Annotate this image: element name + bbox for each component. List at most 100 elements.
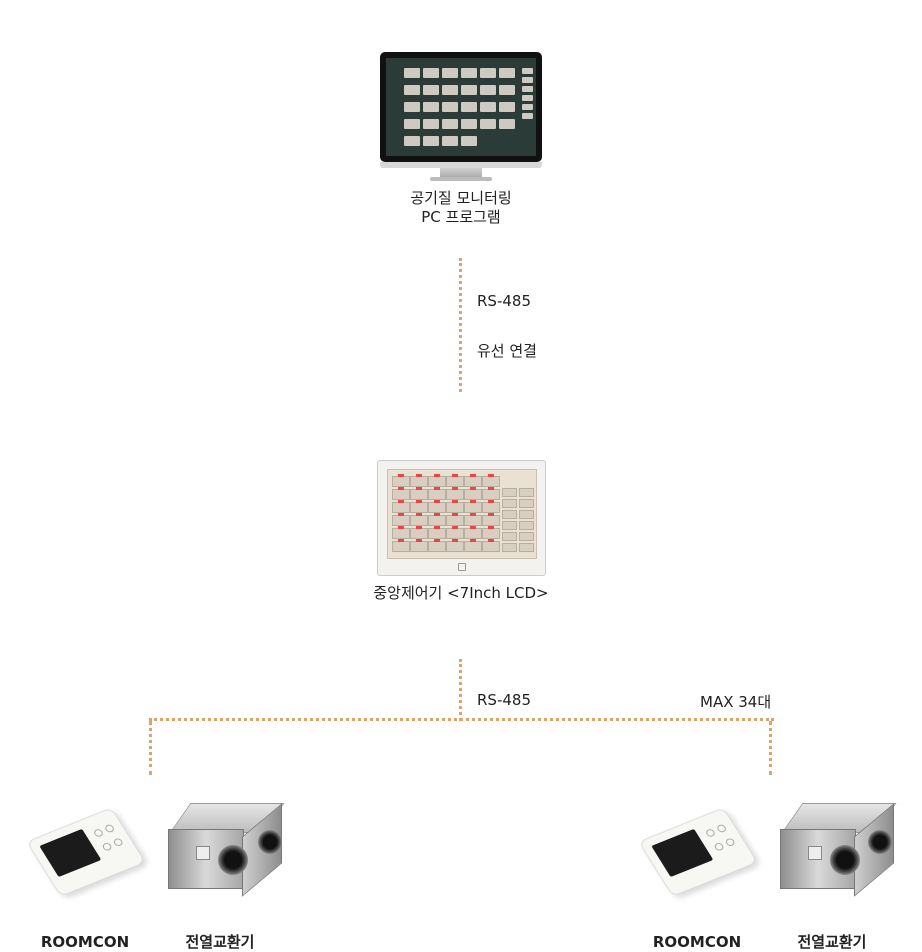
controller-grid-button xyxy=(410,502,428,513)
roomcon-screen xyxy=(39,828,102,878)
controller-grid-button xyxy=(482,528,500,539)
controller-side-button xyxy=(519,510,534,519)
monitor-grid-cell xyxy=(404,68,420,78)
status-indicator-icon xyxy=(452,487,458,490)
controller-grid-button xyxy=(482,515,500,526)
central-controller xyxy=(377,460,546,576)
monitor-grid-cell xyxy=(404,119,420,129)
pc-label-line1: 공기질 모니터링 xyxy=(410,189,512,207)
upper-protocol-label: RS-485 xyxy=(477,292,531,310)
left-exchanger-label: 전열교환기 xyxy=(185,933,255,951)
central-controller-screen xyxy=(387,469,537,559)
monitor-grid-cell xyxy=(499,68,515,78)
roomcon-key-icon xyxy=(724,837,737,848)
controller-side-button xyxy=(519,499,534,508)
controller-grid-button xyxy=(464,502,482,513)
roomcon-key-icon xyxy=(92,827,105,838)
controller-grid-button xyxy=(428,541,446,552)
controller-grid-button xyxy=(446,502,464,513)
status-indicator-icon xyxy=(398,487,404,490)
monitoring-program-screen xyxy=(386,58,536,156)
monitor-grid-cell xyxy=(442,85,458,95)
monitor-grid-cell xyxy=(480,102,496,112)
status-indicator-icon xyxy=(398,513,404,516)
status-indicator-icon xyxy=(452,513,458,516)
monitor-grid-cell xyxy=(499,85,515,95)
monitor-grid-cell xyxy=(442,119,458,129)
status-indicator-icon xyxy=(470,487,476,490)
duct-outlet-icon xyxy=(868,830,892,854)
status-indicator-icon xyxy=(434,526,440,529)
roomcon-screen xyxy=(651,828,714,878)
controller-grid-button xyxy=(464,528,482,539)
controller-side-button xyxy=(502,510,517,519)
controller-side-button xyxy=(519,488,534,497)
monitor-grid-cell xyxy=(423,136,439,146)
controller-grid-button xyxy=(446,489,464,500)
controller-grid-button xyxy=(392,489,410,500)
duct-outlet-icon xyxy=(258,830,282,854)
status-indicator-icon xyxy=(416,539,422,542)
controller-grid-button xyxy=(428,489,446,500)
junction-box-icon xyxy=(808,846,822,860)
status-indicator-icon xyxy=(398,539,404,542)
status-indicator-icon xyxy=(452,539,458,542)
status-indicator-icon xyxy=(488,474,494,477)
monitor-screen xyxy=(380,52,542,162)
left-roomcon-label: ROOMCON xyxy=(40,933,130,951)
status-indicator-icon xyxy=(398,474,404,477)
monitor-grid-cell xyxy=(404,102,420,112)
status-indicator-icon xyxy=(416,487,422,490)
status-indicator-icon xyxy=(416,474,422,477)
duct-outlet-icon xyxy=(218,845,248,875)
right-exchanger-label: 전열교환기 xyxy=(797,933,867,951)
upper-rs485-connector xyxy=(459,258,466,392)
max-units-label: MAX 34대 xyxy=(700,693,772,711)
controller-grid-button xyxy=(482,502,500,513)
roomcon-key-icon xyxy=(112,837,125,848)
status-indicator-icon xyxy=(434,513,440,516)
monitor-grid-cell xyxy=(480,68,496,78)
monitor-grid-cell xyxy=(423,102,439,112)
controller-grid-button xyxy=(410,541,428,552)
right-roomcon-label: ROOMCON xyxy=(652,933,742,951)
controller-side-button xyxy=(519,543,534,552)
monitor-side-cell xyxy=(522,77,533,83)
controller-side-button xyxy=(502,488,517,497)
controller-grid-button xyxy=(410,476,428,487)
lower-rs485-trunk xyxy=(459,659,466,721)
upper-connection-type-label: 유선 연결 xyxy=(477,342,537,360)
status-indicator-icon xyxy=(434,487,440,490)
controller-grid-button xyxy=(392,528,410,539)
controller-grid-button xyxy=(482,489,500,500)
monitor-side-cell xyxy=(522,113,533,119)
controller-side-button xyxy=(502,543,517,552)
right-drop-connector xyxy=(769,721,776,775)
roomcon-key-icon xyxy=(704,827,717,838)
monitor-grid-cell xyxy=(423,68,439,78)
controller-side-button xyxy=(502,532,517,541)
home-button-icon xyxy=(458,563,466,571)
monitor-side-cell xyxy=(522,68,533,74)
controller-grid-button xyxy=(464,515,482,526)
monitor-side-cell xyxy=(522,86,533,92)
monitor-grid-cell xyxy=(442,68,458,78)
pc-label: 공기질 모니터링 PC 프로그램 xyxy=(361,189,561,227)
left-drop-connector xyxy=(149,721,156,775)
controller-grid-button xyxy=(428,515,446,526)
roomcon-key-icon xyxy=(713,841,725,852)
controller-grid-button xyxy=(392,541,410,552)
monitor-grid-cell xyxy=(461,68,477,78)
controller-grid-button xyxy=(428,476,446,487)
status-indicator-icon xyxy=(488,487,494,490)
status-indicator-icon xyxy=(488,500,494,503)
status-indicator-icon xyxy=(470,539,476,542)
controller-grid-button xyxy=(410,528,428,539)
roomcon-key-icon xyxy=(103,823,116,834)
status-indicator-icon xyxy=(398,500,404,503)
status-indicator-icon xyxy=(488,526,494,529)
controller-side-button xyxy=(502,521,517,530)
controller-grid-button xyxy=(464,541,482,552)
junction-box-icon xyxy=(196,846,210,860)
monitor-grid-cell xyxy=(461,119,477,129)
